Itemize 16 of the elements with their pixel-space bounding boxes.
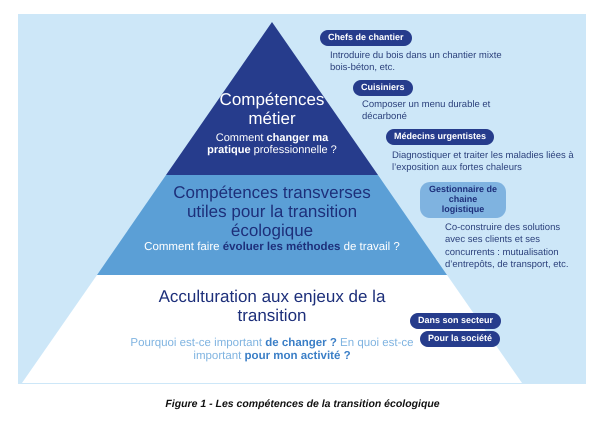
pyramid-tier: [22, 275, 522, 383]
figure-caption: Figure 1 - Les compétences de la transition écologique: [164, 398, 441, 410]
tier-question: Comment faire évoluer les méthodes de travail ?: [143, 241, 401, 254]
tier-heading: Compétences métier: [218, 90, 326, 128]
tier-question: Pourquoi est-ce important de changer ? En quoi est-ce important pour mon activité ?: [129, 337, 415, 363]
role-badge: Gestionnaire de chaine logistique: [420, 182, 506, 218]
role-description: Introduire du bois dans un chantier mixte bois-béton, etc.: [330, 50, 503, 75]
role-badge: Chefs de chantier: [320, 30, 412, 46]
role-description: Co-construire des solutions avec ses clients et ses concurrents : mutualisation d’entrepôts, de transport, etc.: [445, 222, 570, 272]
role-badge: Cuisiniers: [353, 80, 413, 96]
tier-question: Comment changer ma pratique professionnelle ?: [206, 132, 338, 157]
role-description: Composer un menu durable et décarboné: [362, 99, 492, 124]
tier-heading: Acculturation aux enjeux de la transition: [158, 287, 386, 326]
role-badge: Médecins urgentistes: [386, 129, 494, 145]
role-description: Diagnostiquer et traiter les maladies liées à l’exposition aux fortes chaleurs: [392, 150, 575, 175]
tier-heading: Compétences transverses utiles pour la transition écologique: [172, 183, 372, 240]
